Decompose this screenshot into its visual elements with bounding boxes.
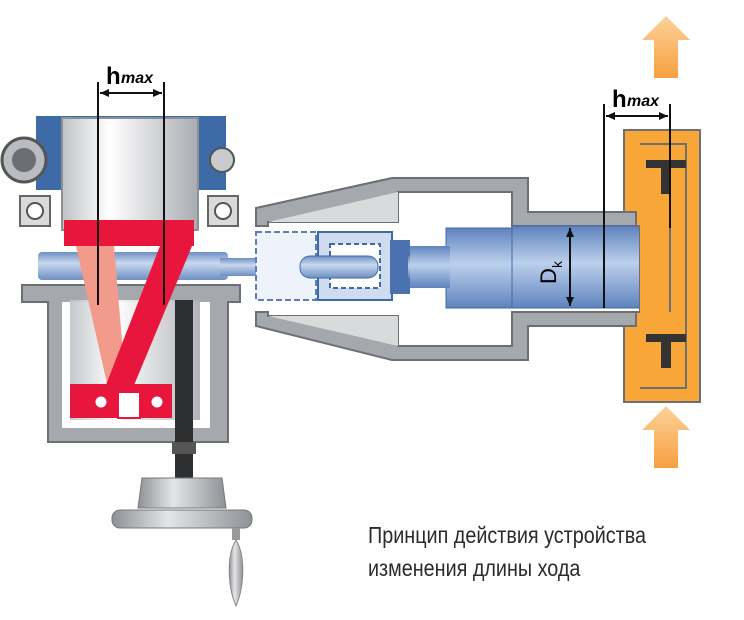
outlet-arrow-up-icon: [642, 16, 690, 78]
crank-top-bar: [64, 220, 194, 246]
bearing-left: [19, 195, 51, 227]
inlet-arrow-up-icon: [642, 406, 690, 468]
connecting-rod: [220, 231, 448, 301]
crank-link-light: [76, 246, 126, 388]
hmax-right-label: h: [612, 86, 627, 113]
drive-shaft: [38, 252, 228, 280]
plunger: [410, 225, 643, 309]
crank-handle[interactable]: [228, 539, 244, 608]
piston-diameter-dimension: D k: [536, 228, 574, 306]
diagram-caption: Принцип действия устройства изменения дл…: [368, 519, 652, 585]
caption-line-2: изменения длины хода: [368, 555, 581, 581]
crank-link: [104, 246, 192, 390]
hmax-left-subscript: max: [121, 70, 154, 87]
hmax-right-subscript: max: [627, 93, 660, 110]
adjust-knob[interactable]: [137, 477, 227, 509]
drive-unit: [0, 116, 253, 608]
diameter-subscript: k: [549, 260, 565, 268]
diameter-label: D: [536, 268, 561, 284]
discharge-valve: [646, 160, 686, 194]
rotor-cylinder: [61, 117, 199, 231]
adjust-spindle: [175, 300, 193, 480]
suction-valve: [646, 334, 686, 368]
arrow-up-icon: [642, 16, 690, 468]
pump-body: [255, 177, 641, 361]
hmax-left-dimension: h max: [97, 63, 165, 305]
pump-head: [623, 129, 701, 403]
piston-head: [511, 225, 643, 309]
hmax-left-label: h: [106, 63, 121, 90]
bearing-right: [207, 195, 239, 227]
hmax-right-dimension: h max: [603, 86, 671, 308]
caption-line-1: Принцип действия устройства: [368, 522, 646, 548]
